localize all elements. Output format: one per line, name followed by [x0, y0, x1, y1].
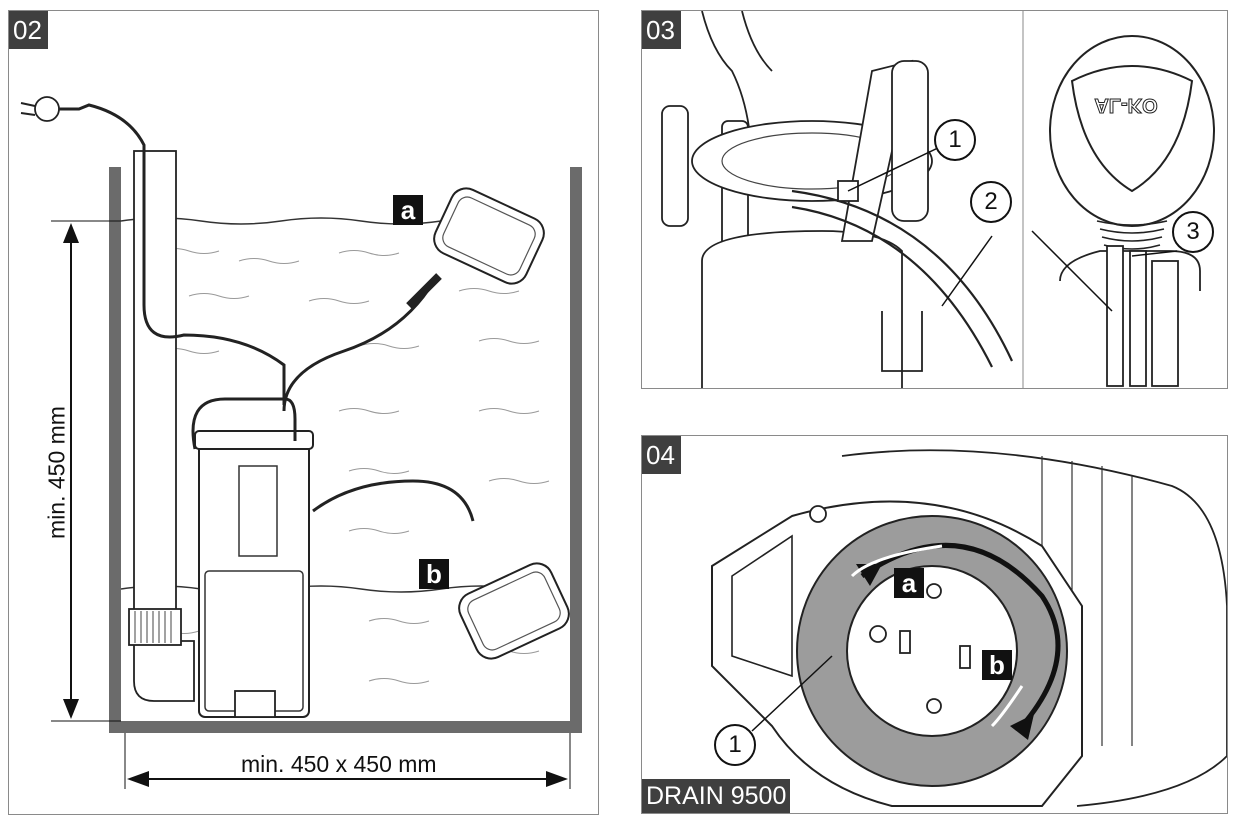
label-a-upper-level: a [393, 195, 423, 225]
panel-03-float-detail: 03 1 2 3 AL-KO [641, 10, 1228, 389]
callout-1: 1 [934, 119, 976, 161]
panel-number: 03 [642, 11, 681, 49]
label-b-lower-level: b [419, 559, 449, 589]
pump-installation-drawing [20, 96, 582, 789]
model-name: DRAIN 9500 [642, 779, 791, 813]
base-ring-drawing [711, 449, 1227, 807]
callout-2: 2 [970, 181, 1012, 223]
label-b-rotation: b [982, 650, 1012, 680]
height-dimension-label: min. 450 mm [43, 406, 70, 539]
width-dimension-label: min. 450 x 450 mm [241, 751, 437, 777]
panel-02-installation: 02 a b min. 450 mm min. 450 x 450 mm [8, 10, 599, 815]
panel-04-base-ring: 04 a b 1 DRAIN 9500 [641, 435, 1228, 814]
alko-logo: AL-KO [1094, 94, 1158, 117]
float-switch-drawing [661, 11, 1215, 388]
label-a-rotation: a [894, 568, 924, 598]
panel-number: 04 [642, 436, 681, 474]
panel-number: 02 [9, 11, 48, 49]
callout-3: 3 [1172, 211, 1214, 253]
callout-1: 1 [714, 724, 756, 766]
